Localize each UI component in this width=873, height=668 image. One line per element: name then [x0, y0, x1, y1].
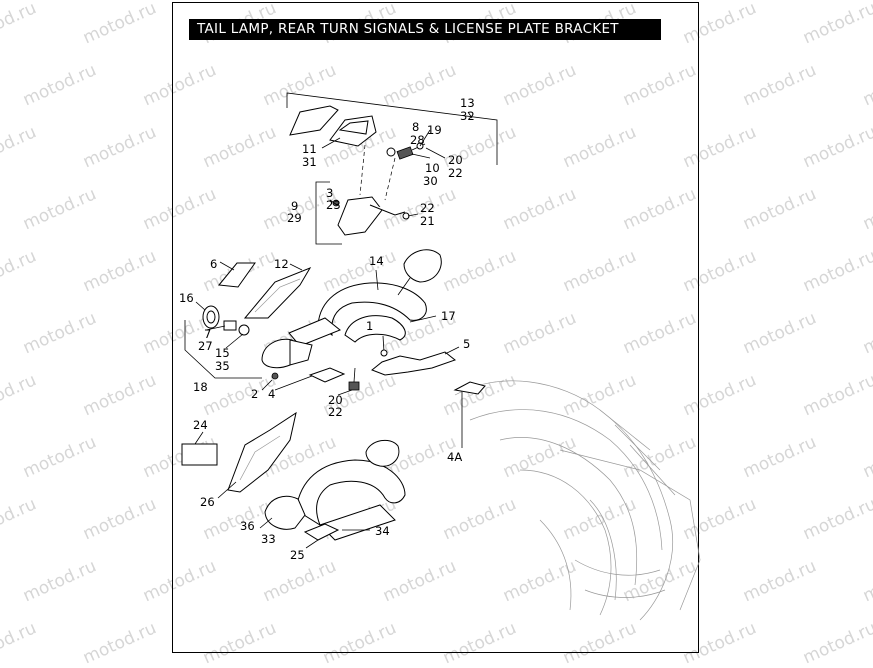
callout-10: 10 [425, 161, 440, 175]
callout-4A: 4A [447, 450, 462, 464]
callout-27: 27 [198, 339, 213, 353]
callout-34: 34 [375, 524, 390, 538]
callout-35: 35 [215, 359, 230, 373]
callout-25: 25 [290, 548, 305, 562]
wiring-harness [348, 335, 457, 391]
turn-signal-left [202, 305, 313, 380]
callout-32: 32 [460, 109, 475, 123]
callout-4: 4 [268, 387, 275, 401]
callout-30: 30 [423, 174, 438, 188]
callout-13: 13 [460, 96, 475, 110]
callout-15: 15 [215, 346, 230, 360]
callout-5: 5 [463, 337, 470, 351]
callout-6: 6 [210, 257, 217, 271]
callout-12: 12 [274, 257, 289, 271]
callout-21: 21 [420, 214, 435, 228]
callout-1: 1 [366, 319, 373, 333]
tail-lamp-bracket [315, 181, 410, 245]
callout-28: 28 [410, 133, 425, 147]
lower-turn-signal [264, 495, 306, 530]
callout-24: 24 [193, 418, 208, 432]
callout-11: 11 [302, 142, 317, 156]
callout-33: 33 [261, 532, 276, 546]
callout-23: 23 [326, 198, 341, 212]
callout-17: 17 [441, 309, 456, 323]
callout-9: 9 [291, 199, 298, 213]
callout-7: 7 [204, 327, 211, 341]
callout-22-mid: 22 [420, 201, 435, 215]
license-plate-panel [218, 262, 256, 288]
fender-ghost-outline [454, 380, 701, 621]
callout-20-top: 20 [448, 153, 463, 167]
lower-license-plate [181, 443, 218, 466]
callout-3: 3 [326, 186, 333, 200]
lower-fender-bracket [295, 439, 406, 541]
callout-36: 36 [240, 519, 255, 533]
callout-22-top: 22 [448, 166, 463, 180]
callout-14: 14 [369, 254, 384, 268]
callout-labels: 13 32 8 19 28 11 31 10 30 20 22 3 23 9 2… [179, 96, 475, 562]
lower-lamp-lens [303, 523, 340, 541]
tail-lamp-lens [289, 105, 377, 147]
callout-2: 2 [251, 387, 258, 401]
diagram-frame [172, 2, 699, 653]
callout-31: 31 [302, 155, 317, 169]
license-bracket-cover [243, 266, 312, 319]
callout-22-low: 22 [328, 405, 343, 419]
callout-26: 26 [200, 495, 215, 509]
callout-29: 29 [287, 211, 302, 225]
callout-20-low: 20 [328, 393, 343, 407]
top-assembly-bracket [286, 92, 498, 165]
callout-16: 16 [179, 291, 194, 305]
license-lamp-lens [308, 367, 346, 383]
rear-fender-bracket [288, 249, 442, 347]
callout-8: 8 [412, 120, 419, 134]
license-lamp-alt [453, 381, 486, 448]
callout-18: 18 [193, 380, 208, 394]
leader-lines [184, 129, 460, 549]
diagram-title: TAIL LAMP, REAR TURN SIGNALS & LICENSE P… [189, 19, 661, 40]
lower-license-bracket [227, 411, 297, 493]
callout-19: 19 [427, 123, 442, 137]
